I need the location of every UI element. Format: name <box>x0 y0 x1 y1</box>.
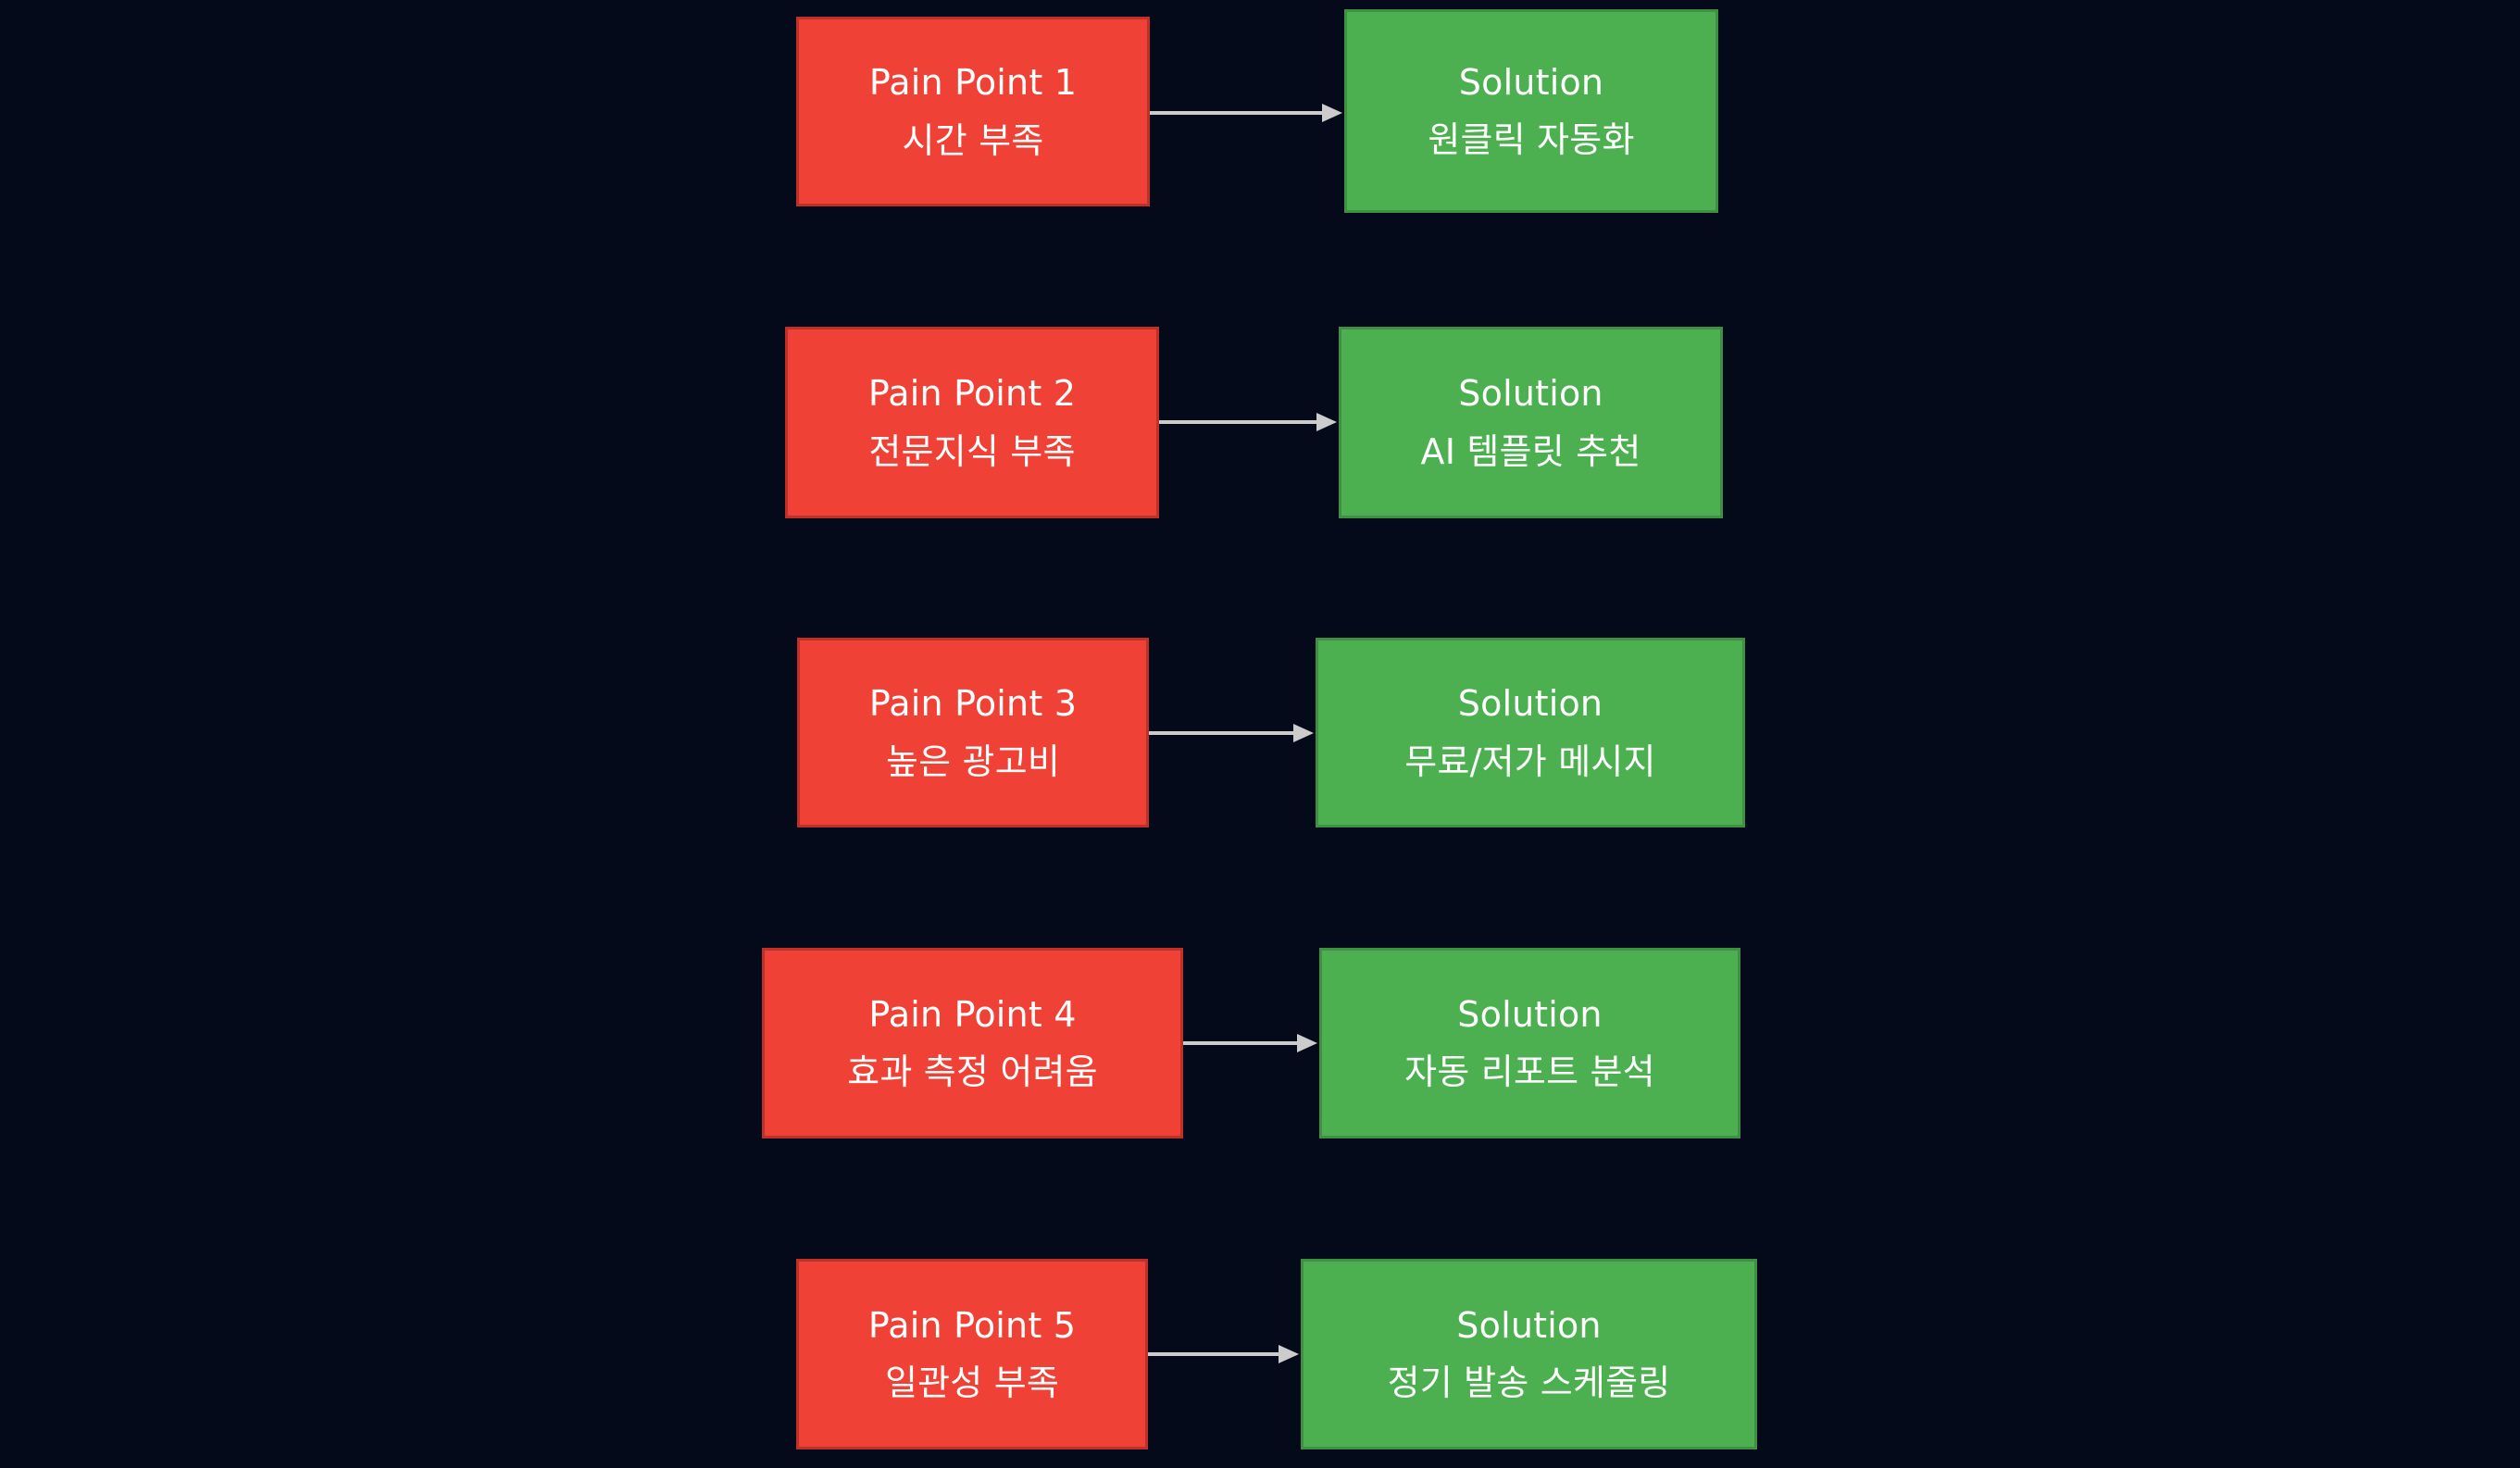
pain-point-node-3[interactable]: Pain Point 3 높은 광고비 <box>797 638 1149 827</box>
pain-point-detail-5: 일관성 부족 <box>884 1362 1060 1403</box>
arrow-connector-3 <box>1149 722 1316 744</box>
pain-point-title-2: Pain Point 2 <box>867 373 1077 415</box>
solution-title-5: Solution <box>1456 1304 1602 1346</box>
pain-point-node-4[interactable]: Pain Point 4 효과 측정 어려움 <box>762 948 1183 1138</box>
solution-node-4[interactable]: Solution 자동 리포트 분석 <box>1319 948 1740 1138</box>
solution-title-4: Solution <box>1457 993 1603 1035</box>
pain-point-node-5[interactable]: Pain Point 5 일관성 부족 <box>796 1259 1148 1449</box>
pain-point-title-5: Pain Point 5 <box>867 1304 1077 1346</box>
pain-point-node-1[interactable]: Pain Point 1 시간 부족 <box>796 17 1150 206</box>
solution-detail-2: AI 템플릿 추천 <box>1420 430 1641 472</box>
arrow-connector-4 <box>1183 1032 1319 1054</box>
arrow-connector-5 <box>1148 1343 1301 1365</box>
solution-detail-5: 정기 발송 스케줄링 <box>1387 1362 1671 1403</box>
pain-point-title-1: Pain Point 1 <box>868 62 1078 104</box>
pain-point-detail-4: 효과 측정 어려움 <box>847 1051 1098 1092</box>
pain-point-title-3: Pain Point 3 <box>868 683 1078 725</box>
solution-title-2: Solution <box>1458 373 1603 415</box>
solution-node-3[interactable]: Solution 무료/저가 메시지 <box>1316 638 1745 827</box>
solution-detail-3: 무료/저가 메시지 <box>1404 740 1656 782</box>
pain-point-detail-2: 전문지식 부족 <box>868 430 1076 472</box>
pain-point-title-4: Pain Point 4 <box>868 993 1077 1035</box>
pain-point-detail-3: 높은 광고비 <box>885 740 1061 782</box>
solution-detail-1: 원클릭 자동화 <box>1428 119 1635 160</box>
arrow-connector-2 <box>1159 411 1339 433</box>
solution-title-3: Solution <box>1457 683 1603 725</box>
solution-node-2[interactable]: Solution AI 템플릿 추천 <box>1339 327 1723 518</box>
arrow-connector-1 <box>1150 102 1344 124</box>
pain-point-detail-1: 시간 부족 <box>902 119 1044 161</box>
solution-node-1[interactable]: Solution 원클릭 자동화 <box>1344 9 1718 213</box>
solution-node-5[interactable]: Solution 정기 발송 스케줄링 <box>1301 1259 1757 1449</box>
pain-point-node-2[interactable]: Pain Point 2 전문지식 부족 <box>785 327 1159 518</box>
solution-detail-4: 자동 리포트 분석 <box>1404 1051 1655 1092</box>
solution-title-1: Solution <box>1458 61 1604 103</box>
